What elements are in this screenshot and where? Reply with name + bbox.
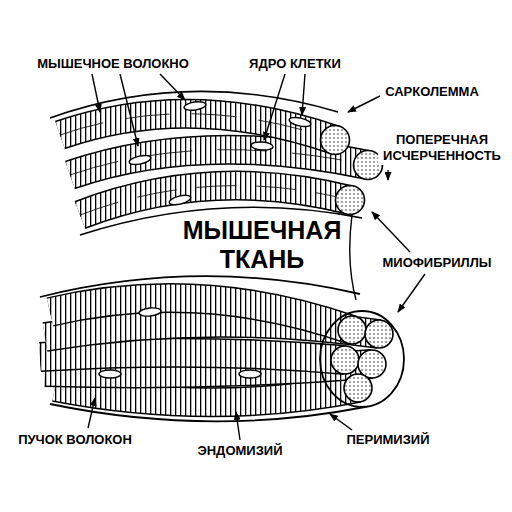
cell-nucleus (128, 154, 151, 166)
diagram-title: МЫШЕЧНАЯ ТКАНЬ (177, 216, 347, 274)
cell-nucleus (139, 307, 162, 317)
cell-nucleus (239, 370, 261, 378)
muscle-fiber (60, 114, 350, 155)
part-label: ПОПЕРЕЧНАЯ ИСЧЕРЧЕННОСТЬ (378, 132, 507, 165)
fiber-bundle-top (50, 91, 383, 235)
leader-line (302, 74, 305, 115)
cell-nucleus (288, 116, 311, 128)
part-label: ПУЧОК ВОЛОКОН (16, 432, 134, 448)
muscle-fiber (55, 387, 358, 402)
leader-line (160, 74, 185, 100)
leader-line (372, 212, 410, 252)
muscle-fiber (50, 298, 352, 330)
part-label: МИОФИБРИЛЛЫ (380, 255, 493, 271)
leader-line (387, 170, 388, 180)
leader-line (92, 74, 100, 112)
leader-line (236, 412, 240, 440)
part-label: САРКОЛЕММА (383, 84, 481, 100)
part-label: ПЕРИМИЗИЙ (344, 432, 431, 448)
cell-nucleus (184, 101, 207, 112)
part-label: ЭНДОМИЗИЙ (195, 443, 284, 459)
cell-nucleus (168, 193, 191, 206)
cell-nucleus (99, 370, 121, 378)
leader-line (330, 414, 352, 430)
leader-lines (88, 74, 425, 440)
leader-line (120, 74, 138, 146)
myofibril-ends (331, 316, 393, 402)
connection-line (350, 215, 356, 300)
leader-line (88, 398, 95, 428)
part-label: ЯДРО КЛЕТКИ (247, 56, 343, 72)
part-label: МЫШЕЧНОЕ ВОЛОКНО (35, 56, 191, 72)
cell-nucleus (251, 141, 274, 151)
perimysium-end (320, 311, 404, 407)
leader-line (348, 96, 380, 112)
muscle-fiber (80, 186, 365, 216)
leader-line (264, 74, 285, 140)
leader-line (398, 274, 425, 312)
muscle-fiber (40, 353, 345, 360)
